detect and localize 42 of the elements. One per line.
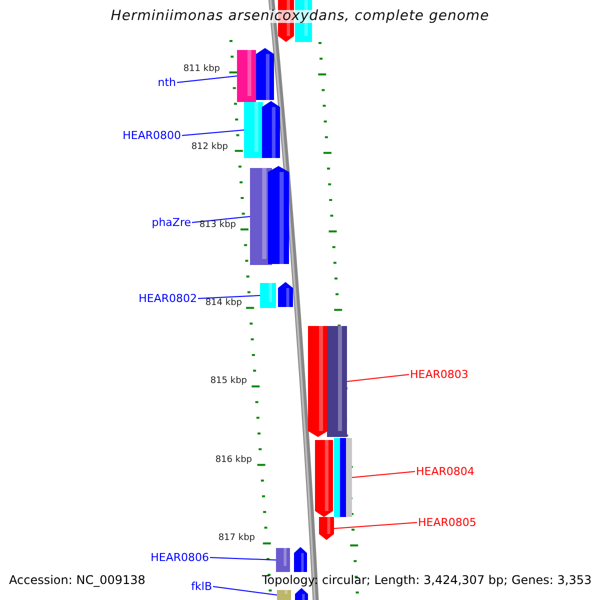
genome-summary-text: Topology: circular; Length: 3,424,307 bp; Genes: 3,353 [262,574,592,587]
leader-line [212,586,278,596]
gene-feature [256,48,274,100]
scale-label: 816 kbp [215,455,252,466]
gene-feature [319,517,334,540]
gene-label: fklB [191,580,212,593]
scale-label: 813 kbp [199,220,236,231]
gene-feature [260,283,276,308]
gene-label: phaZre [152,216,191,229]
scale-label: 812 kbp [191,142,228,153]
gene-label: nth [158,76,176,89]
leader-line [198,295,260,299]
leader-line [346,374,410,382]
gene-feature [295,588,308,600]
leader-line [182,130,244,136]
gene-feature [276,548,290,572]
leader-line [352,471,416,478]
gene-feature [327,326,347,437]
gene-label: HEAR0802 [138,292,197,305]
accession-text: Accession: NC_009138 [9,574,146,587]
leader-line [192,216,250,223]
gene-label: HEAR0804 [416,465,474,478]
gene-feature [278,282,293,307]
scale-label: 815 kbp [210,376,247,387]
scale-label: 811 kbp [183,64,220,75]
leader-line [176,76,238,83]
gene-feature [308,326,328,437]
gene-feature [277,590,291,600]
gene-feature [294,547,307,572]
gene-feature [268,166,289,264]
gene-feature [244,102,263,158]
gene-feature [237,50,256,102]
gene-label: HEAR0806 [150,551,209,564]
scale-label: 814 kbp [205,298,242,309]
gene-label: HEAR0800 [122,129,181,142]
gene-label: HEAR0805 [418,516,476,529]
leader-line [210,557,276,560]
leader-line [334,522,418,529]
scale-label: 817 kbp [218,533,255,544]
gene-label: HEAR0803 [410,368,468,381]
gene-feature [334,438,352,517]
gene-feature [262,101,280,158]
